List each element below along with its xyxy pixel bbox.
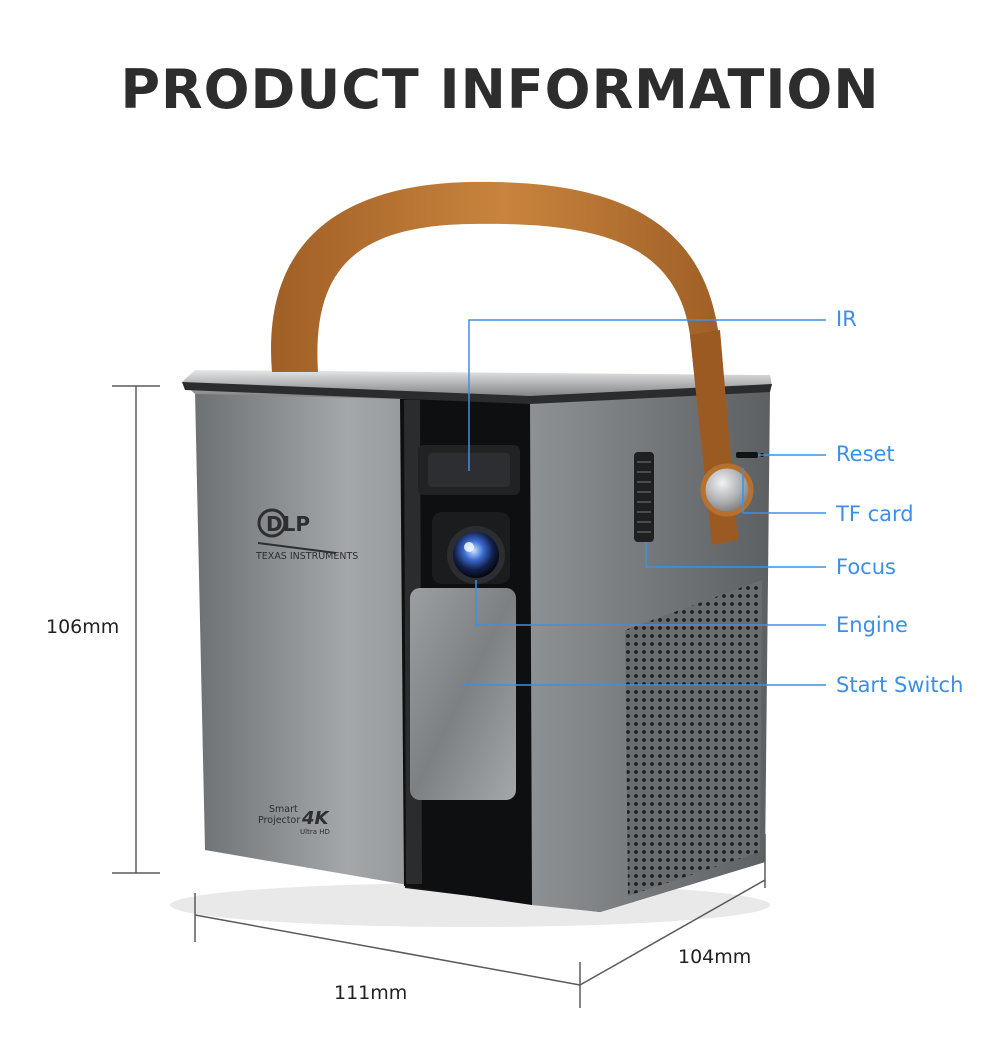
- ir-leader: [468, 319, 826, 471]
- dlp-logo-text: DLP: [266, 512, 310, 536]
- top-rim: [182, 382, 772, 404]
- tf-card-slot: [736, 452, 758, 458]
- page-title: PRODUCT INFORMATION: [120, 58, 880, 121]
- depth-dimension-line: [579, 879, 766, 986]
- projector-text: Projector: [258, 815, 300, 826]
- dimension-depth: 104mm: [678, 946, 752, 968]
- callout-focus: Focus: [836, 555, 896, 579]
- focus-wheel-ridges: [637, 461, 651, 533]
- speaker-grille: [625, 580, 762, 896]
- callout-tf-card: TF card: [836, 502, 914, 526]
- tf-card-leader: [742, 468, 826, 514]
- dlp-maker-text: TEXAS INSTRUMENTS: [255, 551, 358, 562]
- lens-glint: [464, 542, 474, 552]
- callout-reset: Reset: [836, 442, 895, 466]
- start-switch-plate: [410, 588, 516, 800]
- smart-projector-badge: Smart Projector 4K Ultra HD: [258, 804, 331, 836]
- handle-knob: [700, 463, 754, 517]
- dimension-lines: [112, 385, 766, 1008]
- dlp-logo: DLP TEXAS INSTRUMENTS: [255, 508, 358, 562]
- projector-lens: [453, 532, 499, 578]
- callout-ir: IR: [836, 307, 857, 331]
- dimension-height: 106mm: [46, 616, 120, 638]
- width-dimension-line: [194, 914, 581, 986]
- callout-lines: [462, 319, 826, 686]
- ultra-hd-text: Ultra HD: [300, 828, 330, 836]
- callout-engine: Engine: [836, 613, 908, 637]
- resolution-text: 4K: [301, 808, 331, 829]
- callout-start-switch: Start Switch: [836, 673, 964, 697]
- focus-leader: [645, 542, 826, 568]
- smart-text: Smart: [269, 804, 298, 815]
- dimension-width: 111mm: [334, 982, 408, 1004]
- engine-leader: [475, 580, 826, 626]
- focus-wheel: [634, 452, 654, 542]
